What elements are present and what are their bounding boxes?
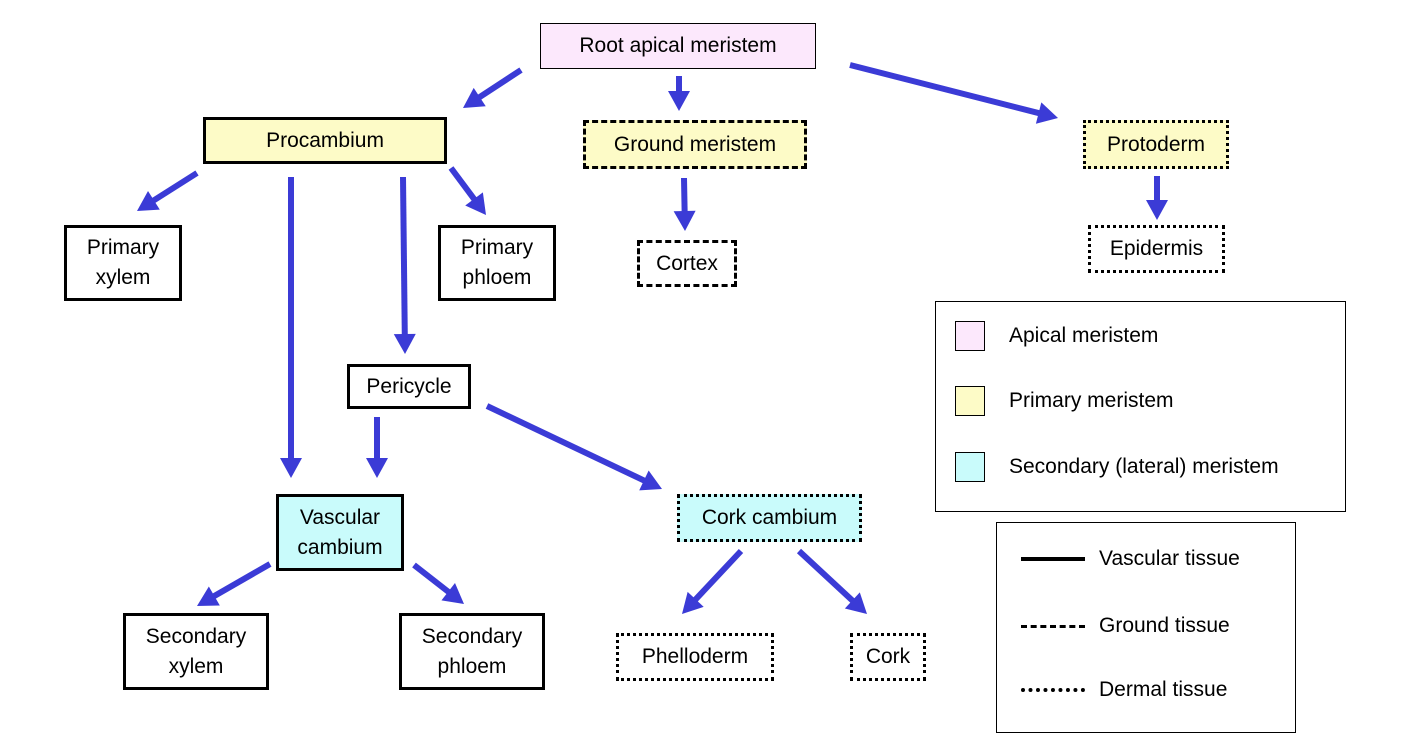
arrow-vascular-cambium-to-secondary-phloem (412, 562, 464, 604)
legend-item-primary: Primary meristem (955, 386, 1174, 416)
legend-item-dermal: Dermal tissue (1021, 678, 1227, 702)
legend-meristem-types: Apical meristem Primary meristem Seconda… (935, 301, 1346, 512)
legend-label: Dermal tissue (1099, 678, 1228, 701)
arrow-pericycle-to-vascular-cambium (366, 417, 388, 478)
legend-line-dotted (1021, 688, 1085, 692)
node-protoderm: Protoderm (1083, 120, 1229, 169)
node-root-apical-meristem: Root apical meristem (540, 23, 816, 69)
node-vascular-cambium: Vascular cambium (276, 494, 404, 571)
node-cork-cambium: Cork cambium (677, 494, 862, 542)
legend-label: Ground tissue (1099, 614, 1230, 637)
arrow-procambium-to-vascular-cambium (280, 177, 302, 478)
arrow-vascular-cambium-to-secondary-xylem (197, 561, 272, 606)
node-epidermis: Epidermis (1088, 225, 1225, 273)
legend-label: Vascular tissue (1099, 547, 1240, 570)
node-cortex: Cortex (637, 240, 737, 287)
node-ground-meristem: Ground meristem (583, 120, 807, 169)
arrow-cork-cambium-to-phelloderm (682, 548, 744, 614)
node-secondary-phloem: Secondary phloem (399, 613, 545, 690)
arrow-procambium-to-primary-xylem (137, 170, 199, 211)
node-procambium: Procambium (203, 117, 447, 164)
legend-item-secondary: Secondary (lateral) meristem (955, 452, 1279, 482)
node-phelloderm: Phelloderm (616, 633, 774, 681)
legend-tissue-types: Vascular tissue Ground tissue Dermal tis… (996, 522, 1296, 733)
arrow-cork-cambium-to-cork (796, 548, 867, 614)
node-primary-phloem: Primary phloem (438, 225, 556, 301)
node-primary-xylem: Primary xylem (64, 225, 182, 301)
node-secondary-xylem: Secondary xylem (123, 613, 269, 690)
arrow-root-to-procambium (463, 67, 523, 108)
legend-label: Secondary (lateral) meristem (1009, 455, 1279, 478)
legend-swatch-primary (955, 386, 985, 416)
legend-item-vascular: Vascular tissue (1021, 547, 1240, 571)
arrow-root-to-ground-meristem (668, 76, 690, 111)
arrow-pericycle-to-cork-cambium (485, 403, 662, 491)
legend-swatch-secondary (955, 452, 985, 482)
arrow-protoderm-to-epidermis (1146, 176, 1168, 220)
legend-line-solid (1021, 557, 1085, 561)
legend-line-dashed (1021, 624, 1085, 628)
node-pericycle: Pericycle (347, 364, 471, 409)
legend-swatch-apical (955, 321, 985, 351)
node-cork: Cork (850, 633, 926, 681)
legend-item-apical: Apical meristem (955, 321, 1158, 351)
arrow-ground-meristem-to-cortex (673, 177, 696, 231)
arrow-root-to-protoderm (849, 62, 1058, 124)
arrow-procambium-to-pericycle (393, 176, 416, 354)
arrow-procambium-to-primary-phloem (448, 166, 486, 215)
legend-label: Apical meristem (1009, 324, 1159, 347)
legend-label: Primary meristem (1009, 389, 1174, 412)
legend-item-ground: Ground tissue (1021, 614, 1230, 638)
